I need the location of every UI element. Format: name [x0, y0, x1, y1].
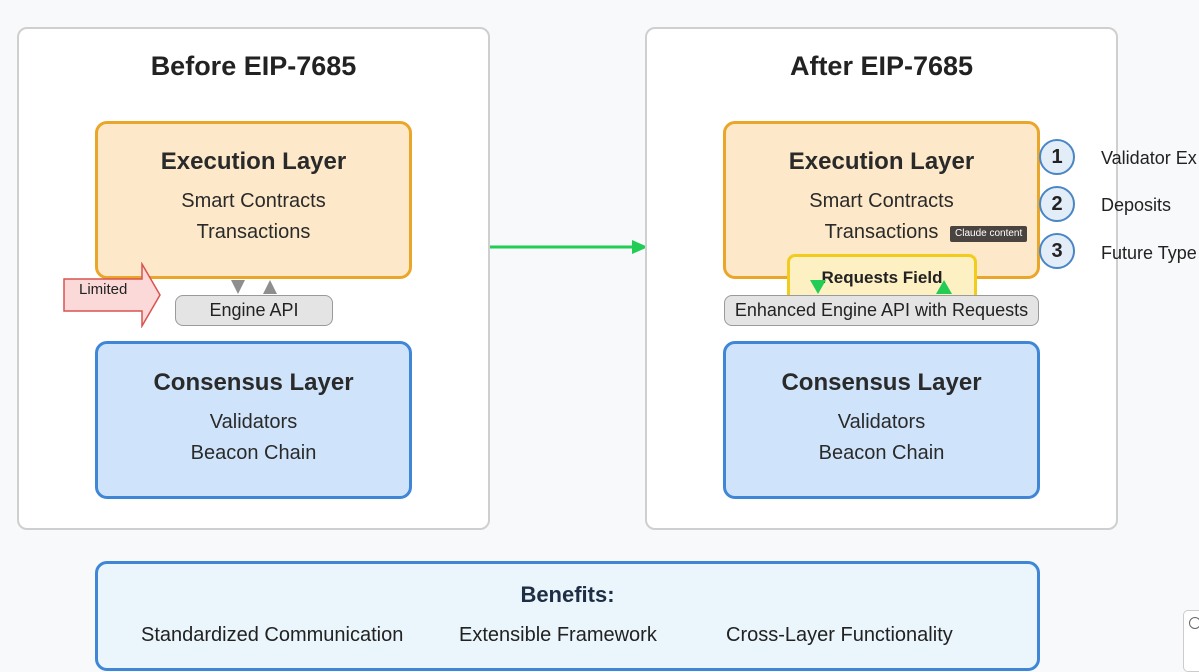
- zoom-controls[interactable]: [1183, 610, 1199, 672]
- engine-api-arrows: [231, 280, 277, 294]
- consensus-item: Beacon Chain: [190, 442, 317, 464]
- execution-item: Smart Contracts: [181, 190, 326, 212]
- execution-layer-title: Execution Layer: [160, 148, 347, 175]
- request-type-number: 1: [1039, 139, 1075, 175]
- request-type-label: Future Type: [1101, 243, 1197, 263]
- benefit-item: Cross-Layer Functionality: [726, 624, 953, 646]
- consensus-layer-title: Consensus Layer: [153, 369, 354, 396]
- zoom-in-icon[interactable]: [1189, 617, 1199, 629]
- benefits-box: Benefits: Standardized Communication Ext…: [95, 561, 1040, 671]
- requests-field-label: Requests Field: [821, 268, 943, 287]
- limited-arrow: [63, 262, 161, 328]
- execution-item: Transactions: [196, 221, 311, 243]
- after-consensus-layer: Consensus Layer Validators Beacon Chain: [723, 341, 1040, 499]
- request-type-number: 2: [1039, 186, 1075, 222]
- up-arrow-icon: [936, 280, 952, 294]
- transition-arrow: [490, 240, 648, 254]
- execution-item: Transactions: [824, 221, 939, 243]
- benefit-item: Standardized Communication: [141, 624, 404, 646]
- request-type-label: Validator Ex: [1101, 148, 1197, 168]
- tooltip: Claude content: [950, 226, 1028, 242]
- consensus-layer-title: Consensus Layer: [781, 369, 982, 396]
- execution-layer-title: Execution Layer: [788, 148, 975, 175]
- before-title: Before EIP-7685: [150, 51, 357, 81]
- execution-item: Smart Contracts: [809, 190, 954, 212]
- benefits-title: Benefits:: [520, 582, 615, 607]
- consensus-item: Validators: [209, 411, 298, 433]
- limited-label: Limited: [79, 281, 128, 298]
- after-execution-layer: Execution Layer Smart Contracts Transact…: [723, 121, 1040, 279]
- request-type-number: 3: [1039, 233, 1075, 269]
- before-execution-layer: Execution Layer Smart Contracts Transact…: [95, 121, 412, 279]
- before-consensus-layer: Consensus Layer Validators Beacon Chain: [95, 341, 412, 499]
- engine-api-box: Engine API: [175, 295, 333, 326]
- request-type-label: Deposits: [1101, 195, 1172, 215]
- requests-arrows: [810, 280, 952, 294]
- enhanced-engine-api-box: Enhanced Engine API with Requests: [724, 295, 1039, 326]
- down-arrow-icon: [810, 280, 826, 294]
- benefit-item: Extensible Framework: [459, 624, 657, 646]
- up-arrow-icon: [263, 280, 277, 294]
- consensus-item: Validators: [837, 411, 926, 433]
- consensus-item: Beacon Chain: [818, 442, 945, 464]
- after-title: After EIP-7685: [789, 51, 974, 81]
- down-arrow-icon: [231, 280, 245, 294]
